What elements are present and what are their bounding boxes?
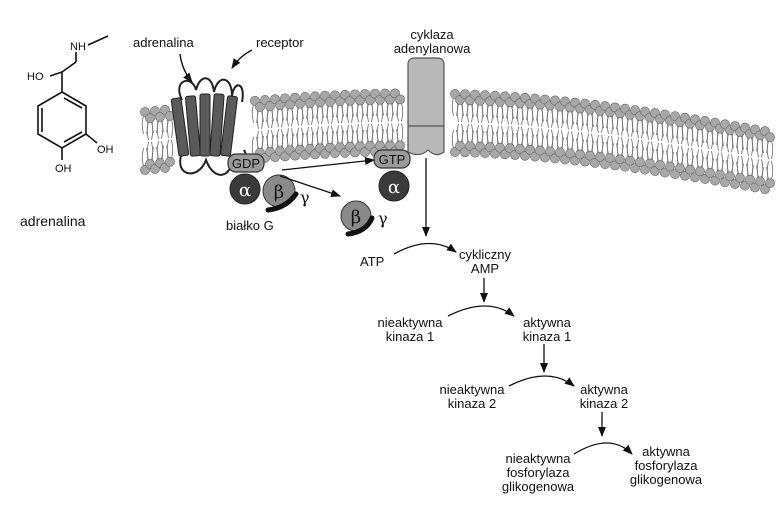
adrenaline-ligand-label: adrenalina [133, 35, 194, 50]
phospholipid-head [705, 168, 715, 178]
cyclase-label-line2: adenylanowa [394, 41, 471, 56]
phospholipid-head [285, 99, 295, 110]
phospholipid-head [765, 178, 775, 189]
phospholipid-tail [766, 161, 774, 180]
phospholipid-head [565, 148, 575, 159]
phospholipid-head [645, 158, 655, 169]
phosphorylase-inactive-line2: fosforylaza [507, 465, 571, 480]
phospholipid-head [555, 147, 565, 158]
phosphorylase-active-line2: fosforylaza [635, 458, 699, 473]
phospholipid-head [395, 140, 405, 151]
phospholipid-head [685, 164, 695, 175]
receptor-label: receptor [256, 35, 304, 50]
phospholipid-tail [166, 119, 174, 138]
phospholipid-head [575, 149, 585, 160]
phospholipid-head [595, 151, 605, 162]
free-gamma-label: γ [378, 209, 388, 228]
phospholipid-head [495, 142, 505, 153]
kinase1-inactive-line1: nieaktywna [377, 315, 443, 330]
kinase1-active-line1: aktywna [523, 315, 571, 330]
phospholipid-head [255, 101, 265, 112]
adrenaline-structure: NH HO OH OH adrenalina [20, 35, 114, 229]
phospholipid-tail [396, 123, 404, 142]
phospholipid-tail [166, 139, 174, 158]
phospholipid-head [745, 174, 755, 185]
kinase2-inactive-line1: nieaktywna [439, 382, 505, 397]
g-protein-inactive: GDP α β γ białko G [226, 153, 310, 233]
molecule-name: adrenalina [20, 213, 86, 229]
phosphorylase-active-line3: glikogenowa [630, 472, 703, 487]
phosphorylase-inactive-line1: nieaktywna [505, 451, 571, 466]
phospholipid-tail [396, 103, 404, 122]
phosphorylase-inactive-line3: glikogenowa [502, 479, 575, 494]
camp-label-line2: AMP [471, 261, 499, 276]
kinase1-active-line2: kinaza 1 [523, 329, 571, 344]
phospholipid-head [505, 143, 515, 154]
amine-group: NH [70, 41, 86, 53]
phospholipid-head [695, 166, 705, 177]
cyclase-label-line1: cyklaza [410, 27, 454, 42]
phospholipid-head [665, 161, 675, 172]
phospholipid-head [165, 156, 175, 167]
phospholipid-head [535, 145, 545, 156]
phospholipid-head [735, 173, 745, 183]
free-beta-label: β [351, 207, 361, 228]
phospholipid-head [465, 141, 475, 152]
phospholipid-head [305, 98, 315, 108]
phospholipid-head [485, 142, 495, 153]
phospholipid-head [145, 113, 155, 123]
beta-gamma-dimer: β γ [340, 200, 388, 237]
gamma-subunit-label: γ [300, 188, 310, 207]
phospholipid-head [395, 94, 405, 105]
phospholipid-head [345, 95, 355, 106]
kinase2-active-line2: kinaza 2 [580, 396, 628, 411]
phospholipid-head [715, 169, 725, 180]
phospholipid-head [755, 176, 765, 187]
dissociation-arrows [279, 156, 375, 197]
gtp-label: GTP [379, 152, 406, 167]
kinase2-inactive-line2: kinaza 2 [448, 396, 496, 411]
phospholipid-head [525, 144, 535, 155]
phospholipid-tail [766, 140, 774, 160]
phospholipid-head [765, 132, 775, 143]
camp-label-line1: cykliczny [459, 247, 512, 262]
phospholipid-head [155, 112, 165, 122]
phospholipid-head [325, 96, 335, 107]
phospholipid-head [275, 100, 285, 111]
phospholipid-head [655, 160, 665, 170]
phospholipid-head [515, 144, 525, 154]
phospholipid-head [585, 150, 595, 161]
side-hydroxyl-group: HO [27, 71, 44, 83]
phospholipid-head [265, 101, 275, 111]
g-protein-label: białko G [226, 218, 274, 233]
alpha-subunit-label: α [239, 180, 251, 201]
beta-subunit-label: β [274, 182, 284, 203]
phospholipid-head [335, 96, 345, 107]
phospholipid-head [675, 163, 685, 173]
adenylyl-cyclase [407, 57, 445, 156]
alpha-gtp-subunit-label: α [388, 177, 400, 198]
phospholipid-head [625, 155, 635, 166]
phospholipid-head [605, 153, 615, 163]
gdp-label: GDP [232, 156, 260, 171]
cascade-arrows [393, 158, 633, 455]
phospholipid-head [725, 171, 735, 182]
phospholipid-head [315, 97, 325, 108]
kinase1-inactive-line2: kinaza 1 [386, 329, 434, 344]
alpha-gtp-complex: GTP α [373, 149, 411, 202]
ring-hydroxyl-right: OH [97, 144, 114, 156]
phospholipid-head [635, 157, 645, 168]
atp-label: ATP [360, 254, 384, 269]
phospholipid-head [295, 98, 305, 109]
kinase2-active-line1: aktywna [580, 382, 628, 397]
phospholipid-head [545, 146, 555, 157]
ring-hydroxyl-bottom: OH [55, 163, 72, 175]
molecule-bonds [37, 35, 109, 160]
phosphorylase-active-line1: aktywna [642, 444, 690, 459]
pointer-arrows [179, 49, 253, 83]
phospholipid-head [475, 141, 485, 152]
phospholipid-head [615, 154, 625, 165]
